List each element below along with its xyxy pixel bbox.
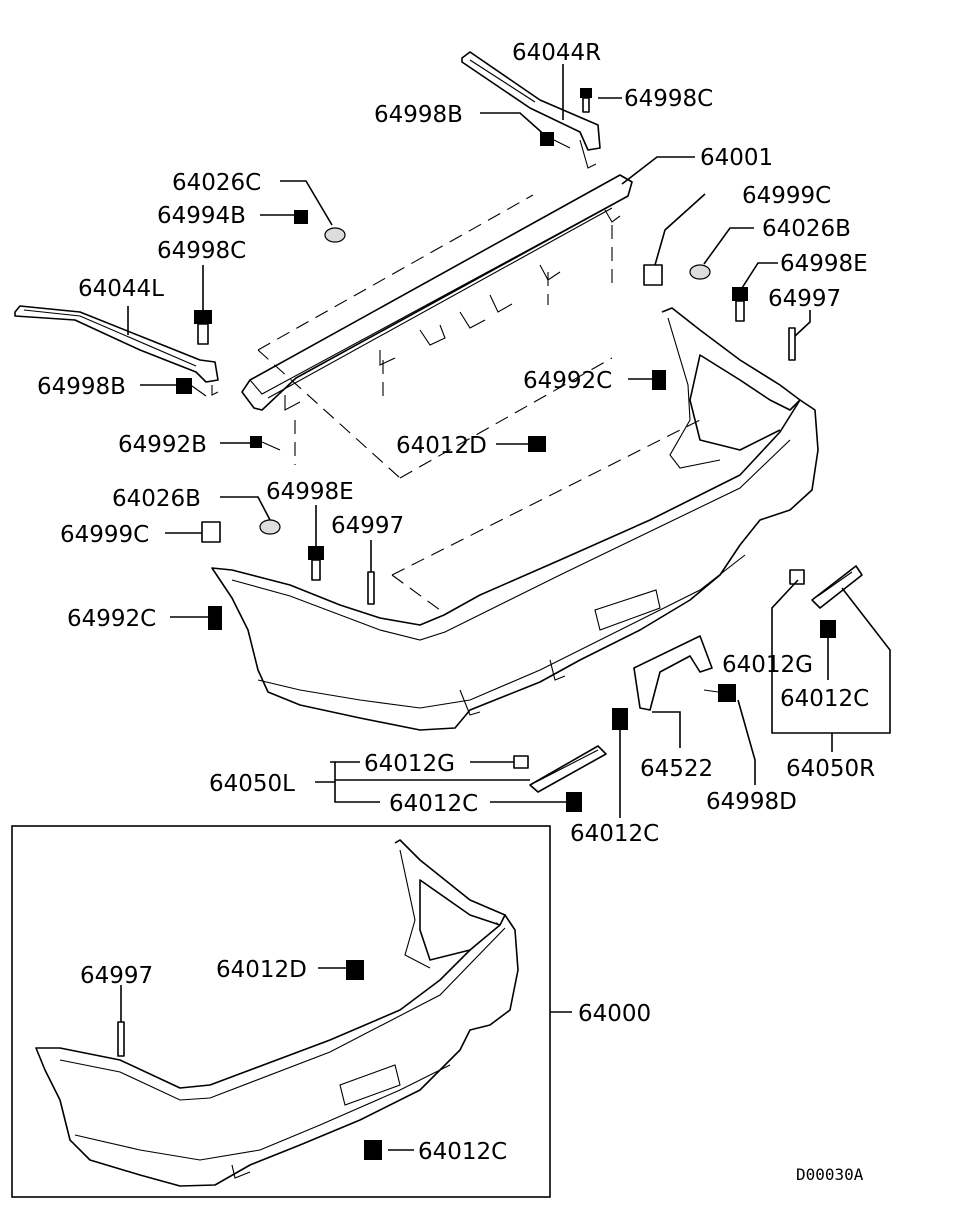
- bumper-reinforcement-beam: [241, 174, 633, 479]
- bracket-64044L: [14, 305, 219, 396]
- clip-64992C-left: [208, 606, 222, 630]
- bolt-64998D: [703, 684, 736, 702]
- pin-64997-mid: [367, 571, 375, 605]
- label-64044R: 64044R: [512, 40, 601, 66]
- fastener-64998B-left: [176, 378, 207, 397]
- reflector-64050L: [529, 745, 607, 793]
- nut-64012C-left: [566, 792, 582, 812]
- label-64997-mid: 64997: [331, 513, 404, 539]
- label-64001: 64001: [700, 145, 773, 171]
- label-64026C: 64026C: [172, 170, 261, 196]
- label-64050R: 64050R: [786, 756, 875, 782]
- nut-64994B: [294, 210, 308, 224]
- clip-64012G-left: [513, 755, 529, 769]
- label-64992C-left: 64992C: [67, 606, 156, 632]
- clip-64992C-right: [652, 370, 666, 390]
- bracket-64522: [633, 635, 713, 711]
- label-64998D: 64998D: [706, 789, 797, 815]
- label-64999C-right: 64999C: [742, 183, 831, 209]
- fastener-64998C-mid: [194, 310, 212, 345]
- reflector-64050R: [811, 565, 863, 609]
- label-64026B-right: 64026B: [762, 216, 851, 242]
- label-64012D-upper: 64012D: [396, 433, 487, 459]
- fastener-64998B-top: [540, 132, 571, 149]
- clip-64999C-right: [643, 264, 663, 286]
- label-64012D-inset: 64012D: [216, 957, 307, 983]
- label-64050L: 64050L: [209, 771, 295, 797]
- bracket-64044R: [461, 51, 601, 169]
- fastener-64998C-top: [580, 88, 592, 113]
- label-64992C-right: 64992C: [523, 368, 612, 394]
- label-64012C-inset: 64012C: [418, 1139, 507, 1165]
- label-64012C-right: 64012C: [780, 686, 869, 712]
- label-64026B-left: 64026B: [112, 486, 201, 512]
- grommet-64026B-left: [259, 519, 281, 535]
- label-64998B-left: 64998B: [37, 374, 126, 400]
- diagram-code: D00030A: [796, 1165, 864, 1184]
- label-64999C-left: 64999C: [60, 522, 149, 548]
- label-64998C-mid: 64998C: [157, 238, 246, 264]
- label-64997-right: 64997: [768, 286, 841, 312]
- nut-64012C-right: [820, 620, 836, 638]
- label-64000: 64000: [578, 1001, 651, 1027]
- label-64044L: 64044L: [78, 276, 164, 302]
- label-64012C-left: 64012C: [389, 791, 478, 817]
- callout-labels: 64044R 64998C 64998B 64001 64026C 64994B…: [37, 40, 875, 1184]
- nut-64012C-center: [612, 708, 628, 730]
- clip-64012G-right: [789, 569, 805, 585]
- fastener-64998E-left: [308, 546, 324, 581]
- label-64522: 64522: [640, 756, 713, 782]
- fastener-64998E-right: [732, 287, 748, 322]
- label-64998E-right: 64998E: [780, 251, 868, 277]
- pin-64997-right: [788, 327, 796, 361]
- inset-box: [11, 825, 572, 1198]
- label-64012C-center: 64012C: [570, 821, 659, 847]
- nut-64012D-upper: [528, 436, 546, 452]
- grommet-64026C: [324, 227, 346, 243]
- leader-lines: [127, 64, 891, 818]
- label-64998B-top: 64998B: [374, 102, 463, 128]
- label-64012G-right: 64012G: [722, 652, 813, 678]
- label-64992B: 64992B: [118, 432, 207, 458]
- screw-64992B: [250, 436, 281, 451]
- bumper-cover: [211, 307, 819, 731]
- clip-64999C-left: [201, 521, 221, 543]
- label-64998C-top: 64998C: [624, 86, 713, 112]
- label-64997-inset: 64997: [80, 963, 153, 989]
- label-64998E-left: 64998E: [266, 479, 354, 505]
- label-64012G-left: 64012G: [364, 751, 455, 777]
- label-64994B: 64994B: [157, 203, 246, 229]
- grommet-64026B-right: [689, 264, 711, 280]
